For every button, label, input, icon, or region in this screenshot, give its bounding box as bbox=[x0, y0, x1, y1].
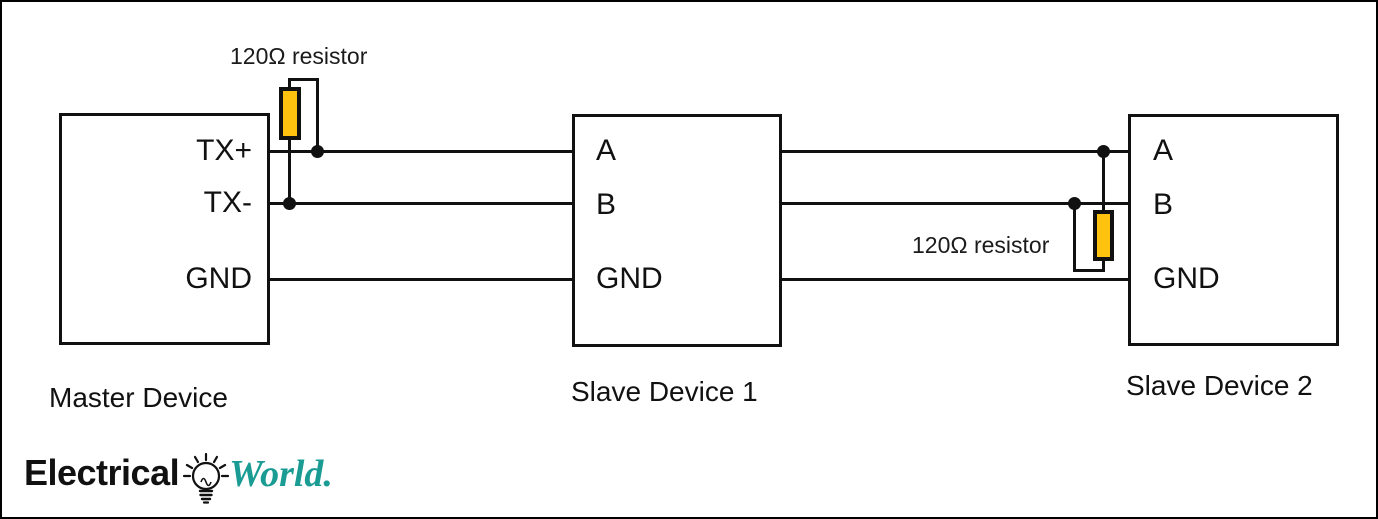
wire-a-right bbox=[782, 150, 1128, 153]
resistor-label-right: 120Ω resistor bbox=[912, 232, 1050, 258]
slave1-pin-a: A bbox=[596, 134, 617, 167]
resistor-left-lead-up bbox=[288, 78, 291, 90]
resistor-left-lead-bottom bbox=[288, 137, 291, 205]
resistor-left-lead-right bbox=[316, 78, 319, 154]
master-device-label: Master Device bbox=[49, 382, 228, 413]
resistor-right-lead-left bbox=[1073, 202, 1076, 272]
resistor-label-top: 120Ω resistor bbox=[230, 43, 368, 69]
slave2-pin-gnd: GND bbox=[1153, 262, 1220, 295]
master-pin-txminus: TX- bbox=[203, 186, 252, 219]
master-pin-gnd: GND bbox=[185, 262, 252, 295]
resistor-right-lead-horiz bbox=[1073, 269, 1105, 272]
logo-text-primary: Electrical bbox=[24, 452, 180, 493]
wire-txminus-to-b bbox=[270, 202, 572, 205]
wire-gnd-right bbox=[782, 278, 1128, 281]
master-pin-txplus: TX+ bbox=[196, 134, 252, 167]
wire-gnd-left bbox=[270, 278, 572, 281]
slave-device-2-box bbox=[1128, 114, 1339, 346]
slave1-pin-b: B bbox=[596, 188, 617, 221]
resistor-right-lead-bottom bbox=[1102, 258, 1105, 272]
master-device-box bbox=[59, 113, 270, 345]
termination-resistor-right bbox=[1093, 210, 1114, 261]
wire-b-right bbox=[782, 202, 1128, 205]
wire-txplus-to-a bbox=[270, 150, 572, 153]
resistor-right-lead-top bbox=[1102, 150, 1105, 212]
slave-device-1-box bbox=[572, 114, 782, 347]
brand-logo: Electrical World. bbox=[24, 451, 333, 510]
slave2-pin-b: B bbox=[1153, 188, 1174, 221]
slave-device-1-label: Slave Device 1 bbox=[571, 376, 758, 407]
logo-text-secondary: World. bbox=[229, 453, 333, 495]
resistor-left-lead-top bbox=[288, 78, 319, 81]
termination-resistor-left bbox=[279, 87, 301, 140]
light-bulb-icon bbox=[181, 449, 233, 510]
slave-device-2-label: Slave Device 2 bbox=[1126, 370, 1313, 401]
junction-dot-txplus bbox=[311, 145, 324, 158]
junction-dot-a bbox=[1097, 145, 1110, 158]
junction-dot-txminus bbox=[283, 197, 296, 210]
slave2-pin-a: A bbox=[1153, 134, 1174, 167]
slave1-pin-gnd: GND bbox=[596, 262, 663, 295]
junction-dot-b bbox=[1068, 197, 1081, 210]
